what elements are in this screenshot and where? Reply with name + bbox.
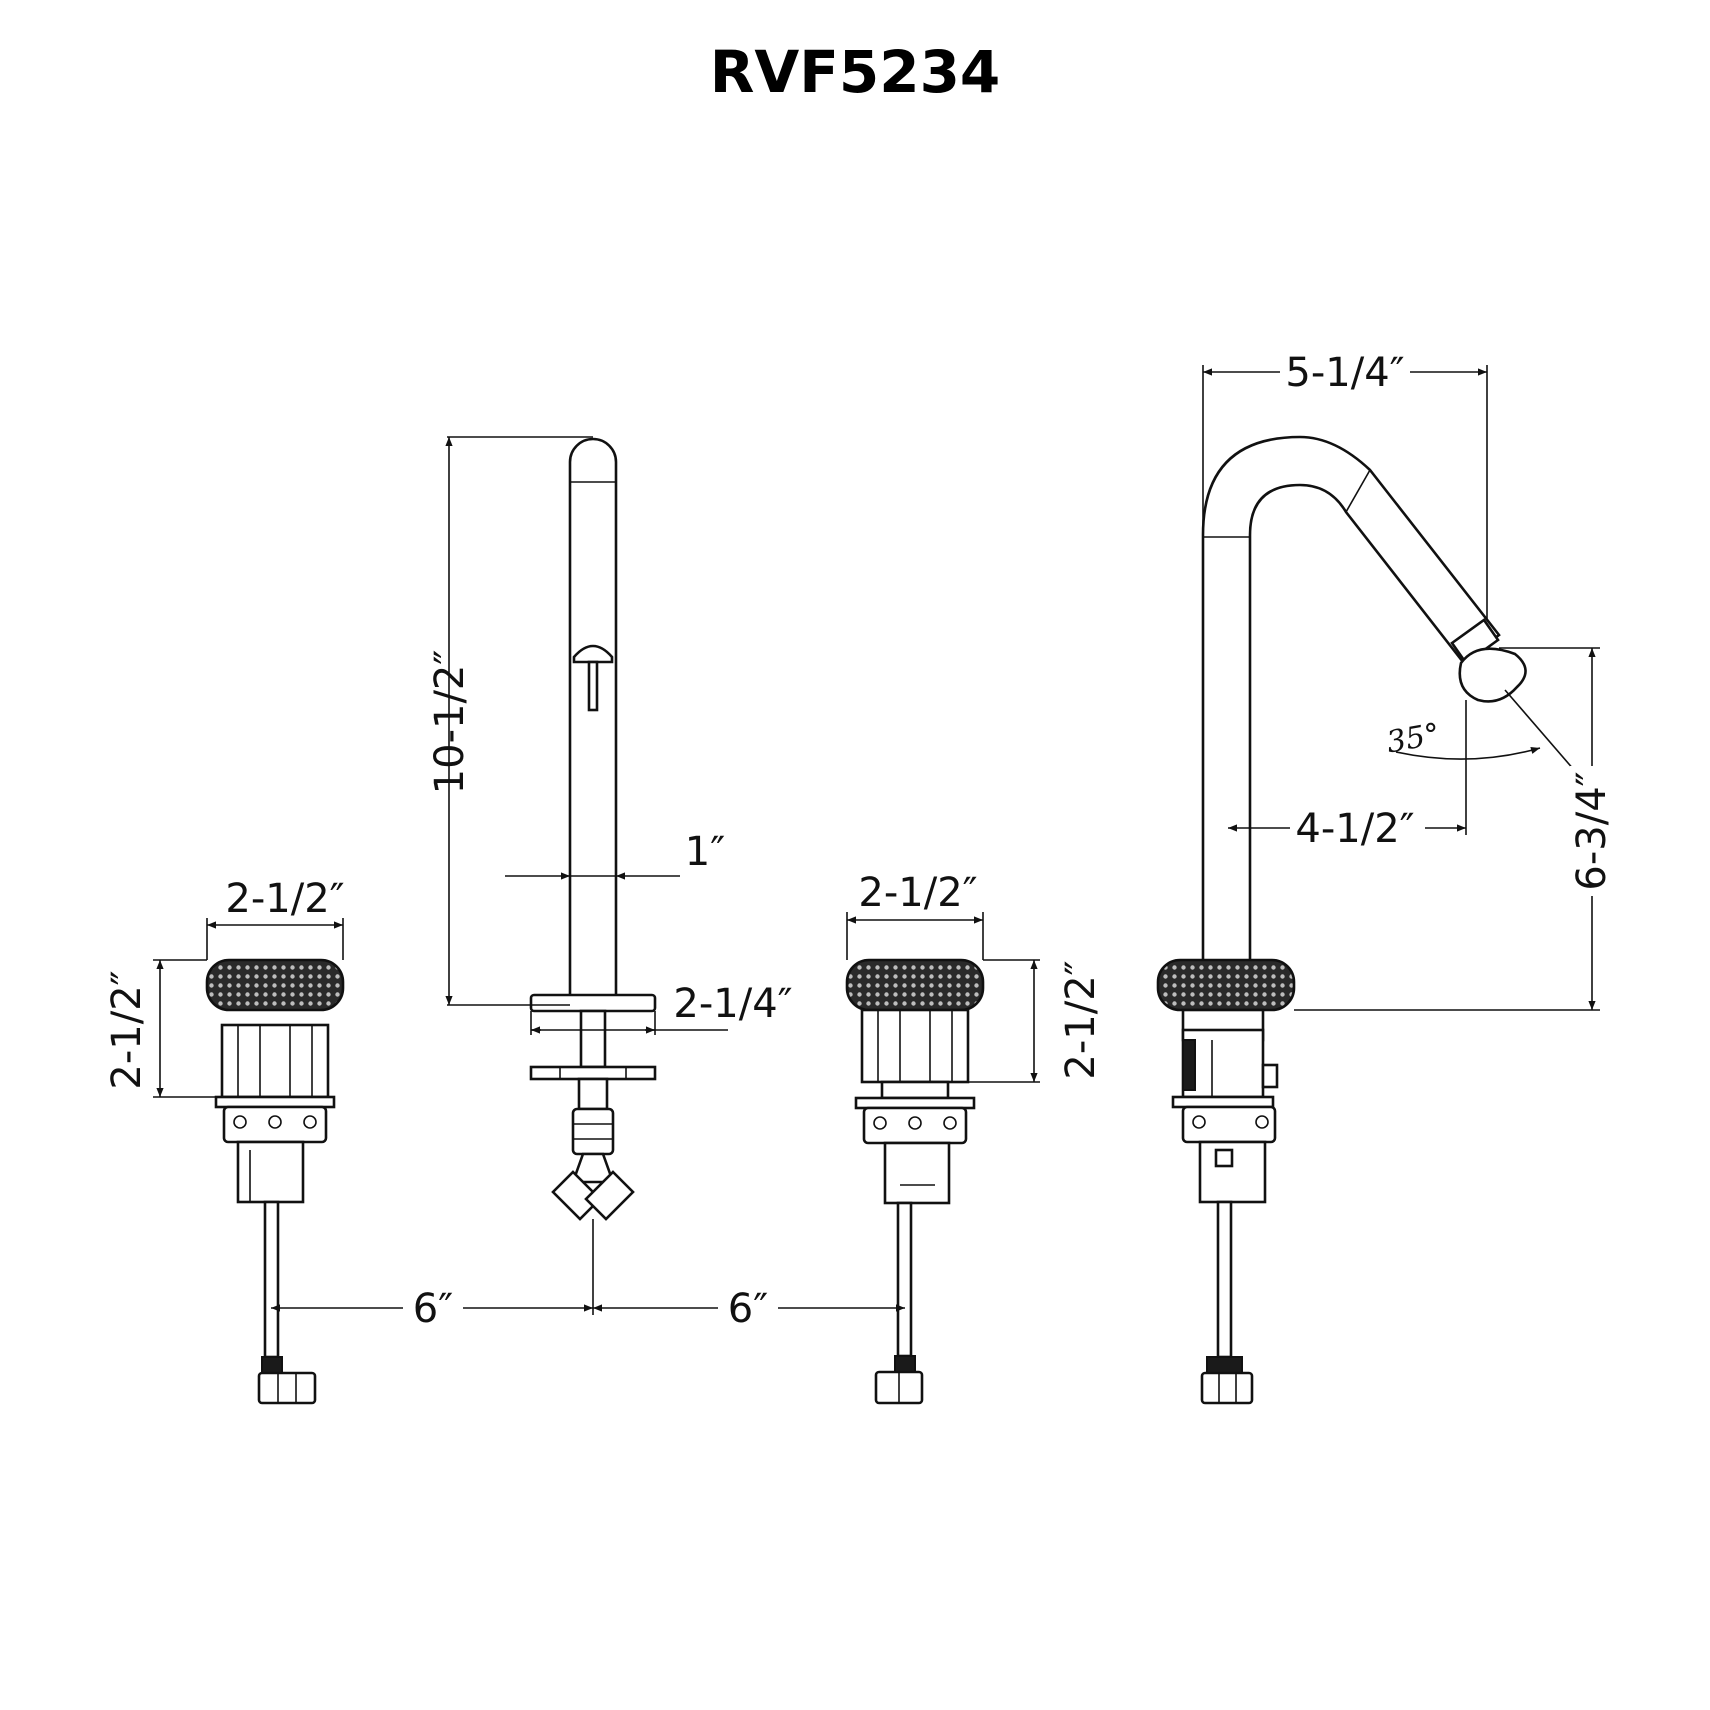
left-handle-width-label: 2-1/2″: [225, 876, 344, 922]
spout-base-label: 2-1/4″: [673, 981, 792, 1027]
spacing-right-label: 6″: [728, 1286, 768, 1332]
left-handle-knurled-cap: [205, 958, 345, 1012]
spacing-left-label: 6″: [413, 1286, 453, 1332]
left-handle-assembly: [205, 958, 345, 1405]
side-outlet-height-label: 6-3/4″: [1569, 771, 1615, 890]
model-title: RVF5234: [710, 38, 1001, 106]
faucet-side-view: [1156, 435, 1527, 1405]
side-outlet-reach-label: 4-1/2″: [1295, 806, 1414, 852]
side-reach-label: 5-1/4″: [1285, 350, 1404, 396]
side-handle-knurled-cap: [1156, 958, 1296, 1012]
tilt-angle-label: 35°: [1384, 717, 1442, 761]
left-handle-height-label: 2-1/2″: [104, 970, 150, 1089]
spout-diameter-label: 1″: [685, 829, 725, 875]
right-handle-height-label: 2-1/2″: [1058, 960, 1104, 1079]
right-handle-knurled-cap: [845, 958, 985, 1012]
spout-height-label: 10-1/2″: [427, 650, 473, 795]
right-handle-width-label: 2-1/2″: [858, 870, 977, 916]
right-handle-assembly: [845, 958, 985, 1405]
spout-front-view: [529, 437, 657, 1221]
